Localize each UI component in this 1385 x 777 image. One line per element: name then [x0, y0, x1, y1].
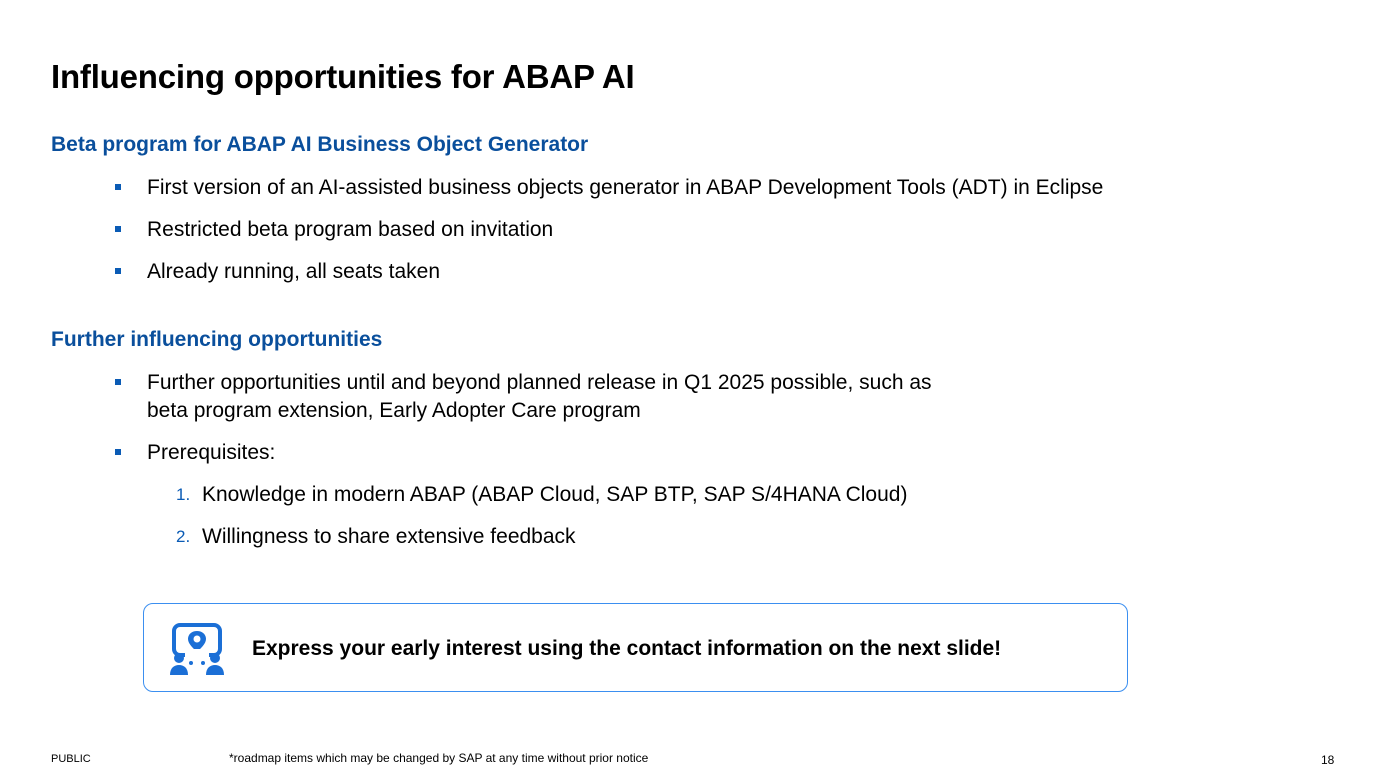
bullet-text: Already running, all seats taken [147, 260, 441, 283]
bullet-text: Restricted beta program based on invitat… [147, 218, 554, 241]
bullet-text-line: beta program extension, Early Adopter Ca… [147, 399, 641, 422]
number-marker: 2. [176, 527, 191, 546]
bullet-item: Already running, all seats taken [115, 258, 441, 286]
bullet-item: Further opportunities until and beyond p… [115, 369, 932, 425]
feedback-people-icon [170, 623, 224, 675]
numbered-item: 2. Willingness to share extensive feedba… [176, 523, 576, 551]
callout-box: Express your early interest using the co… [143, 603, 1128, 692]
callout-text: Express your early interest using the co… [252, 637, 1002, 660]
section-heading-further-opportunities: Further influencing opportunities [51, 328, 383, 351]
number-marker: 1. [176, 485, 191, 504]
footnote: *roadmap items which may be changed by S… [229, 751, 649, 765]
bullet-marker [115, 268, 121, 274]
numbered-text: Willingness to share extensive feedback [202, 525, 576, 548]
classification-label: PUBLIC [51, 753, 91, 765]
bullet-text-line: Further opportunities until and beyond p… [147, 371, 932, 394]
numbered-text: Knowledge in modern ABAP (ABAP Cloud, SA… [202, 483, 908, 506]
bullet-marker [115, 226, 121, 232]
bullet-marker [115, 449, 121, 455]
section-heading-beta-program: Beta program for ABAP AI Business Object… [51, 133, 589, 156]
page-number: 18 [1321, 753, 1335, 767]
slide-title: Influencing opportunities for ABAP AI [51, 58, 635, 95]
bullet-marker [115, 379, 121, 385]
bullet-item: Prerequisites: [115, 439, 276, 467]
bullet-item: First version of an AI-assisted business… [115, 174, 1104, 202]
bullet-marker [115, 184, 121, 190]
numbered-item: 1. Knowledge in modern ABAP (ABAP Cloud,… [176, 481, 908, 509]
bullet-text: Prerequisites: [147, 441, 276, 464]
bullet-text: First version of an AI-assisted business… [147, 176, 1104, 199]
bullet-item: Restricted beta program based on invitat… [115, 216, 554, 244]
